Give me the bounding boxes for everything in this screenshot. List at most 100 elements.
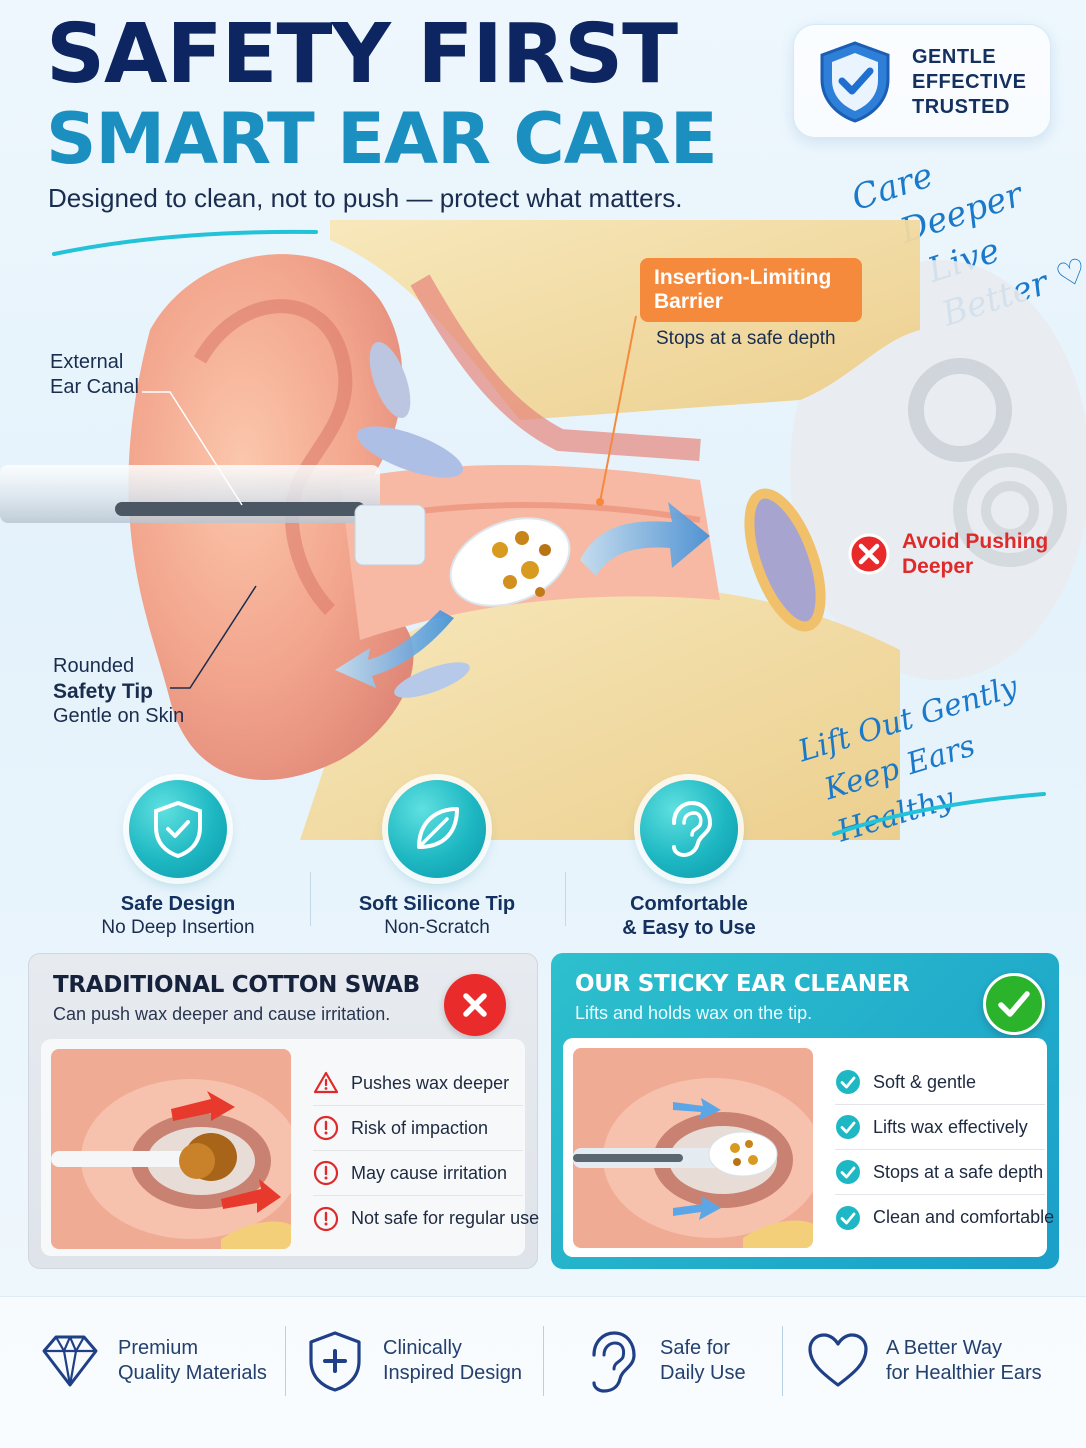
list-item-label: Clean and comfortable bbox=[873, 1207, 1055, 1227]
panel-body: Soft & gentle Lifts wax effectively Stop… bbox=[563, 1038, 1054, 1257]
list-item-label: Soft & gentle bbox=[873, 1071, 977, 1092]
list-item: Not safe for regular use bbox=[313, 1196, 539, 1241]
panel-body: Pushes wax deeper Risk of impaction May … bbox=[41, 1039, 539, 1256]
comparison-traditional: TRADITIONAL COTTON SWAB Can push wax dee… bbox=[28, 953, 539, 1269]
feature-sub: No Deep Insertion bbox=[101, 917, 255, 938]
page-subtitle: Designed to clean, not to push — protect… bbox=[48, 183, 683, 213]
ear-icon bbox=[672, 800, 713, 858]
footer-text: A Better Way bbox=[886, 1337, 1002, 1359]
benefits-list: Soft & gentle Lifts wax effectively Stop… bbox=[835, 1060, 1054, 1240]
feature-title: Comfortable bbox=[630, 893, 748, 915]
panel-title: TRADITIONAL COTTON SWAB bbox=[53, 972, 420, 998]
drawbacks-list: Pushes wax deeper Risk of impaction May … bbox=[313, 1061, 539, 1241]
check-circle-icon bbox=[836, 1160, 860, 1184]
leaf-icon bbox=[417, 807, 459, 849]
feature-title: Soft Silicone Tip bbox=[358, 893, 516, 915]
trust-badge: GENTLE EFFECTIVE TRUSTED bbox=[793, 24, 1051, 138]
divider bbox=[543, 1326, 544, 1396]
list-item-label: Not safe for regular use bbox=[351, 1208, 540, 1228]
swoosh-decoration bbox=[832, 792, 1046, 836]
divider bbox=[782, 1326, 783, 1396]
badge-line: TRUSTED bbox=[912, 96, 1010, 118]
alert-circle-icon bbox=[313, 1206, 339, 1231]
badge-line: GENTLE bbox=[912, 46, 997, 68]
footer-text: Daily Use bbox=[660, 1362, 746, 1384]
check-circle-icon bbox=[836, 1070, 860, 1094]
divider bbox=[310, 872, 311, 926]
list-item-label: Stops at a safe depth bbox=[873, 1161, 1044, 1182]
callout-text: Insertion-Limiting bbox=[654, 266, 832, 289]
sticky-cleaner-image bbox=[573, 1048, 813, 1248]
divider bbox=[285, 1326, 286, 1396]
list-item: Soft & gentle bbox=[835, 1060, 1045, 1105]
x-circle-icon bbox=[848, 533, 890, 575]
callout-avoid: Avoid Pushing Deeper bbox=[902, 529, 1048, 579]
callout-text: Barrier bbox=[654, 290, 723, 313]
ear-icon bbox=[592, 1331, 636, 1393]
panel-title: OUR STICKY EAR CLEANER bbox=[575, 971, 910, 997]
check-circle-icon bbox=[836, 1115, 860, 1139]
feature-comfortable: Comfortable & Easy to Use bbox=[569, 780, 809, 940]
page-title-line1: SAFETY FIRST bbox=[46, 7, 678, 102]
callout-barrier-sub: Stops at a safe depth bbox=[656, 328, 836, 349]
check-circle-icon bbox=[836, 1205, 860, 1230]
list-item-label: Lifts wax effectively bbox=[873, 1116, 1028, 1137]
feature-icon-circle bbox=[388, 780, 486, 878]
divider bbox=[565, 872, 566, 926]
panel-description: Can push wax deeper and cause irritation… bbox=[53, 1004, 391, 1024]
warning-triangle-icon bbox=[313, 1071, 339, 1094]
shield-plus-icon bbox=[309, 1331, 361, 1392]
list-item-label: May cause irritation bbox=[351, 1162, 508, 1183]
feature-icon-circle bbox=[129, 780, 227, 878]
footer-text: Clinically bbox=[383, 1337, 462, 1359]
footer-text: Inspired Design bbox=[383, 1362, 522, 1384]
callout-text: Avoid Pushing bbox=[902, 530, 1049, 553]
footer-text: for Healthier Ears bbox=[886, 1362, 1042, 1384]
footer-text: Safe for bbox=[660, 1337, 731, 1359]
swoosh-decoration bbox=[52, 229, 318, 256]
ear-anatomy-illustration bbox=[0, 220, 1086, 840]
list-item: Clean and comfortable bbox=[835, 1195, 1054, 1240]
list-item: Lifts wax effectively bbox=[835, 1105, 1045, 1150]
feature-sub: Non-Scratch bbox=[384, 917, 490, 938]
callout-safety-tip: Rounded Safety Tip Gentle on Skin bbox=[53, 654, 184, 729]
alert-circle-icon bbox=[313, 1160, 339, 1186]
list-item: Pushes wax deeper bbox=[313, 1061, 523, 1106]
list-item-label: Risk of impaction bbox=[351, 1117, 489, 1138]
x-mark-icon bbox=[444, 974, 506, 1036]
badge-line: EFFECTIVE bbox=[912, 71, 1027, 93]
footer-item-better-way: A Better Way for Healthier Ears bbox=[806, 1326, 1042, 1396]
check-mark-icon bbox=[983, 973, 1045, 1035]
callout-text: External bbox=[50, 351, 124, 373]
cotton-swab-image bbox=[51, 1049, 291, 1249]
callout-barrier: Insertion-Limiting Barrier bbox=[640, 258, 862, 322]
shield-check-icon bbox=[820, 41, 890, 123]
feature-title: Safe Design bbox=[120, 893, 236, 915]
callout-text: Ear Canal bbox=[50, 376, 139, 398]
feature-sub: & Easy to Use bbox=[622, 917, 756, 939]
heart-icon bbox=[808, 1333, 868, 1387]
list-item: May cause irritation bbox=[313, 1151, 523, 1196]
panel-description: Lifts and holds wax on the tip. bbox=[575, 1003, 813, 1023]
list-item: Risk of impaction bbox=[313, 1106, 523, 1151]
alert-circle-icon bbox=[313, 1115, 339, 1141]
shield-check-icon bbox=[154, 800, 202, 859]
diamond-icon bbox=[42, 1335, 98, 1387]
feature-safe-design: Safe Design No Deep Insertion bbox=[58, 780, 298, 940]
comparison-ours: OUR STICKY EAR CLEANER Lifts and holds w… bbox=[551, 953, 1059, 1269]
footer-text: Quality Materials bbox=[118, 1362, 267, 1384]
footer-text: Premium bbox=[118, 1337, 199, 1359]
callout-ear-canal: External Ear Canal bbox=[50, 350, 139, 400]
callout-text: Safety Tip bbox=[53, 680, 153, 703]
callout-text: Gentle on Skin bbox=[53, 705, 185, 727]
callout-text: Deeper bbox=[902, 555, 974, 578]
list-item-label: Pushes wax deeper bbox=[351, 1072, 510, 1093]
feature-icon-circle bbox=[640, 780, 738, 878]
feature-soft-tip: Soft Silicone Tip Non-Scratch bbox=[317, 780, 557, 940]
callout-text: Rounded bbox=[53, 655, 135, 677]
page-title-line2: SMART EAR CARE bbox=[46, 98, 718, 180]
list-item: Stops at a safe depth bbox=[835, 1150, 1045, 1195]
